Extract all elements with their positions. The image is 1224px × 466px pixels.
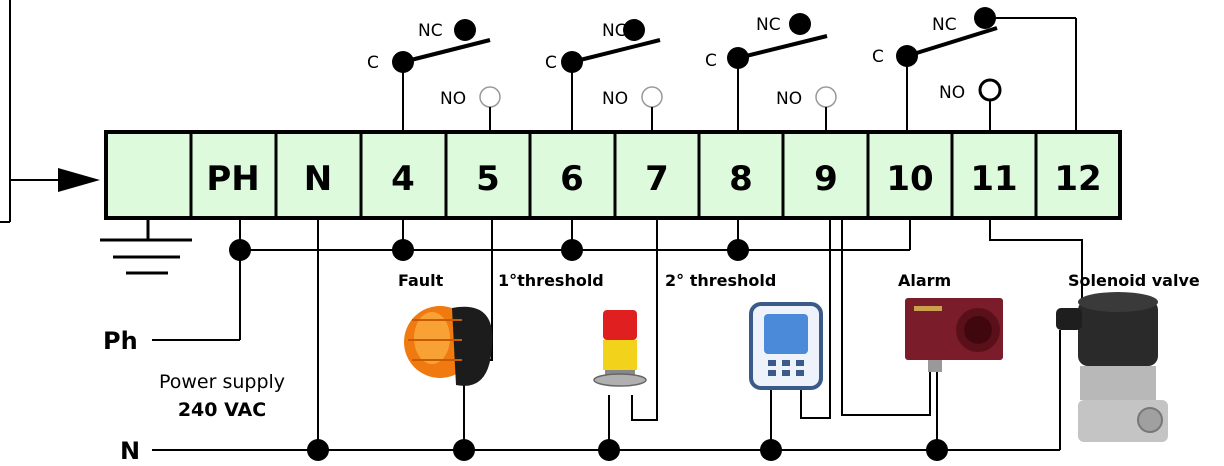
- relay-contact-1: NC C NO: [367, 19, 501, 132]
- terminal-block: PH N 4 5 6 7 8 9 10 11 12: [104, 130, 1122, 220]
- device-wiring: [463, 218, 1083, 450]
- alarm-label: Alarm: [898, 271, 951, 290]
- relay-contact-2: NC C NO: [545, 19, 663, 132]
- display-terminal-icon: [749, 302, 823, 390]
- threshold1-label: 1°threshold: [498, 271, 604, 290]
- terminal-label: 6: [560, 159, 584, 199]
- c-label: C: [367, 53, 379, 73]
- fault-label: Fault: [398, 271, 444, 290]
- no-label: NO: [440, 89, 466, 109]
- beacon-icon: [404, 306, 493, 386]
- threshold2-label: 2° threshold: [665, 271, 776, 290]
- alarm-siren-icon: [905, 298, 1003, 372]
- c-label: C: [545, 53, 557, 73]
- power-supply-caption: Power supply: [159, 371, 285, 393]
- terminal-label: 10: [886, 159, 933, 199]
- terminal-label: 7: [645, 159, 669, 199]
- no-label: NO: [776, 89, 802, 109]
- no-label: NO: [602, 89, 628, 109]
- ground-symbol: [100, 218, 192, 275]
- c-label: C: [872, 47, 884, 67]
- solenoid-valve-icon: [1056, 292, 1168, 442]
- relay-contact-3: NC C NO: [705, 13, 837, 132]
- neutral-bus: [152, 218, 1061, 461]
- nc-label: NC: [602, 21, 627, 41]
- c-label: C: [705, 51, 717, 71]
- terminal-label: 4: [391, 159, 415, 199]
- nc-label: NC: [756, 15, 781, 35]
- power-supply-voltage: 240 VAC: [178, 399, 266, 421]
- relay-contact-4: NC C NO: [872, 7, 1077, 132]
- terminal-label: 11: [970, 159, 1017, 199]
- nc-label: NC: [418, 21, 443, 41]
- phase-bus: [152, 218, 911, 341]
- terminal-label: PH: [206, 159, 259, 199]
- nc-label: NC: [932, 15, 957, 35]
- terminal-label: 12: [1054, 159, 1101, 199]
- phase-label: Ph: [103, 327, 138, 355]
- no-label: NO: [939, 83, 965, 103]
- neutral-label: N: [120, 437, 140, 465]
- terminal-label: 9: [814, 159, 838, 199]
- terminal-label: 8: [729, 159, 753, 199]
- solenoid-label: Solenoid valve: [1068, 271, 1200, 290]
- input-arrow: [0, 0, 100, 223]
- terminal-label: N: [304, 159, 332, 199]
- terminal-label: 5: [476, 159, 500, 199]
- signal-tower-icon: [593, 310, 647, 387]
